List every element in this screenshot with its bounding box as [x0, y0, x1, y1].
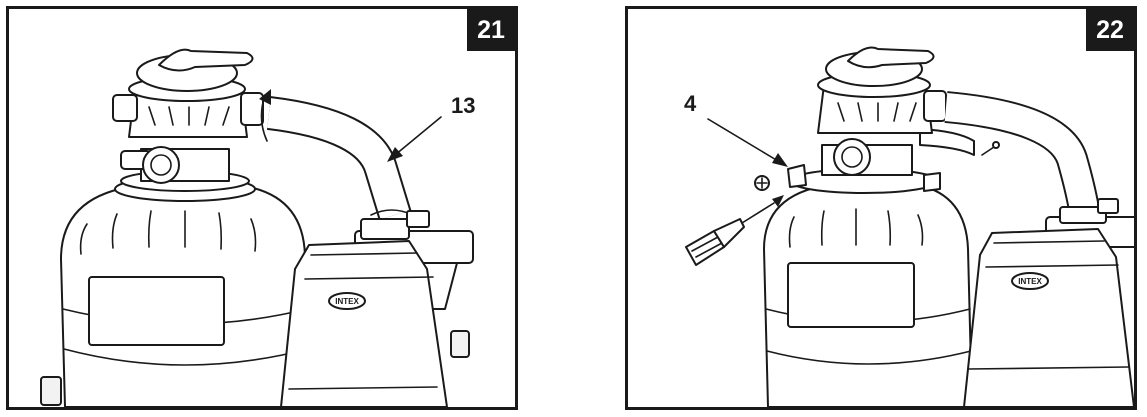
tank-label-panel	[787, 262, 915, 328]
clamp-tab	[787, 164, 807, 188]
screwdriver-icon	[685, 195, 784, 266]
rotate-arrow-icon	[259, 89, 271, 142]
brand-logo-text: INTEX	[335, 297, 359, 306]
step-21-illustration: INTEX	[40, 48, 474, 407]
tank-label-panel	[88, 276, 225, 346]
step-21-panel: INTEX 21 13	[6, 6, 518, 410]
clamp-half	[919, 128, 975, 156]
part-callout-label: 4	[684, 91, 697, 116]
pressure-port	[142, 146, 180, 184]
pressure-port	[833, 138, 871, 176]
screw-icon	[981, 141, 1000, 156]
callout-arrow-icon	[387, 116, 442, 162]
valve-handle	[158, 48, 254, 72]
pump-housing	[963, 228, 1134, 407]
brand-logo	[1011, 272, 1049, 290]
part-callout-label: 13	[451, 93, 476, 118]
screw-icon	[754, 175, 770, 191]
brand-logo	[328, 292, 366, 310]
pump-housing	[280, 240, 448, 407]
step-22-panel: INTEX 22 4	[625, 6, 1137, 410]
step-number-badge: 22	[1086, 9, 1134, 51]
step-22-illustration: INTEX	[685, 46, 1134, 407]
valve-handle	[847, 46, 935, 69]
callout-arrow-icon	[707, 118, 788, 167]
brand-logo-text: INTEX	[1018, 277, 1042, 286]
step-number-badge: 21	[467, 9, 515, 51]
